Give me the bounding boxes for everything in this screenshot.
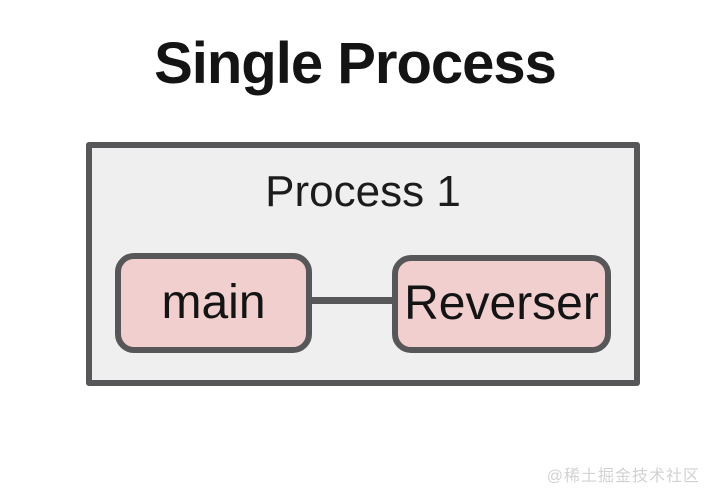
process-label: Process 1 [265, 167, 461, 216]
diagram-title: Single Process [154, 31, 557, 96]
connector-line [304, 297, 400, 304]
watermark: @稀土掘金技术社区 [546, 468, 700, 485]
node-main: main [115, 253, 312, 353]
node-main-label: main [161, 276, 266, 329]
process-box: Process 1 main Reverser [86, 142, 640, 386]
node-reverser: Reverser [392, 255, 611, 353]
node-reverser-label: Reverser [404, 277, 599, 330]
